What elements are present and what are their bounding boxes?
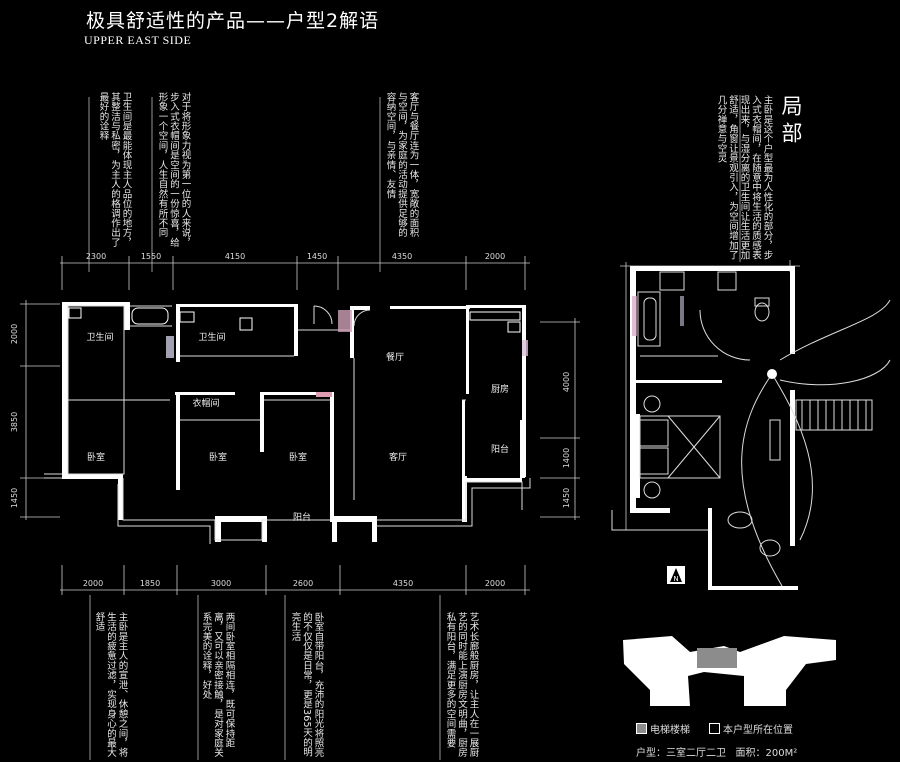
dim-bottom-5: 4350 <box>393 579 413 588</box>
legend-swatch-elevator <box>636 723 647 734</box>
page-subtitle: UPPER EAST SIDE <box>84 33 192 47</box>
side-title: 局部 <box>779 95 803 149</box>
dim-bottom-1: 2000 <box>83 579 103 588</box>
dim-bottom-2: 1850 <box>140 579 160 588</box>
key-plan <box>623 636 836 706</box>
label-bath-1: 卫生间 <box>86 331 113 343</box>
note-living: 客厅与餐厅连为一体，宽敞的面积与空间，为家庭的活动提供足够的容纳空间，与亲情、友… <box>384 92 419 238</box>
page-title: 极具舒适性的产品——户型2解语 <box>86 10 380 32</box>
note-master-detail: 主卧是这个户型最为人性化的部分，步入式衣帽间，在随意中将生活的质感表现出来，与湿… <box>715 95 773 260</box>
legend-swatch-unit <box>709 723 720 734</box>
area-label: 面积： <box>735 748 766 759</box>
label-closet: 衣帽间 <box>192 397 219 409</box>
dim-bottom-6: 2000 <box>485 579 505 588</box>
label-living: 客厅 <box>389 451 407 463</box>
note-balcony: 卧室自带阳台，充沛的阳光将照亮的不仅仅是日常，更是365天的明亮生活 <box>289 612 324 758</box>
note-closet: 对于将形象力视为第一位的人来说，步入式衣帽间是空间的一份惊喜，给形象一个空间，人… <box>156 92 191 248</box>
dim-bottom-4: 2600 <box>293 579 313 588</box>
type-label: 户型： <box>636 748 666 759</box>
dim-top-3: 4150 <box>225 252 245 261</box>
area-value: 200M² <box>765 748 798 759</box>
type-value: 三室二厅二卫 <box>666 748 726 759</box>
dim-top-5: 4350 <box>392 252 412 261</box>
dim-top-6: 2000 <box>485 252 505 261</box>
pivot-dot <box>767 369 777 379</box>
dim-right-3: 1450 <box>562 488 571 508</box>
label-bath-2: 卫生间 <box>198 331 225 343</box>
dim-top-1: 2300 <box>86 252 106 261</box>
label-bed-2: 卧室 <box>209 451 227 463</box>
label-dining: 餐厅 <box>386 351 404 363</box>
compass-icon <box>667 566 685 584</box>
label-bed-1: 卧室 <box>87 451 105 463</box>
note-kitchen: 艺术长廊般厨房，让主人在一展厨艺的同时能上演厨房文明曲，厨房私有阳台，满足更多的… <box>444 612 479 758</box>
dim-left-1: 2000 <box>10 324 19 344</box>
legend-label-elevator: 电梯楼梯 <box>650 725 690 736</box>
label-balcony-right: 阳台 <box>491 443 509 455</box>
label-bed-3: 卧室 <box>289 451 307 463</box>
dim-left-3: 1450 <box>10 488 19 508</box>
dim-top-4: 1450 <box>307 252 327 261</box>
dim-top-2: 1550 <box>141 252 161 261</box>
dim-bottom-3: 3000 <box>211 579 231 588</box>
dim-right-1: 4000 <box>562 372 571 392</box>
compass-label: N <box>673 575 678 583</box>
dim-right-2: 1400 <box>562 448 571 468</box>
label-kitchen: 厨房 <box>491 383 509 395</box>
dim-left-2: 3850 <box>10 412 19 432</box>
unit-info: 户型：三室二厅二卫 面积：200M² <box>636 744 797 759</box>
label-balcony-bottom: 阳台 <box>293 511 311 523</box>
note-two-bedrooms: 两间卧室相隔相连，既可保持距离，又可以亲密接触，是对家庭关系完美的诠释，好处 <box>200 612 235 758</box>
legend-label-unit: 本户型所在位置 <box>723 725 793 736</box>
note-master-bed: 主卧是主人的宣泄、休憩之间，将生活的疲惫过滤，实现身心的最大舒适 <box>93 612 128 758</box>
note-bathroom: 卫生间是最能体现主人品位的地方，其整洁与私密，为主人的格调作出了最好的诠释 <box>97 92 132 248</box>
